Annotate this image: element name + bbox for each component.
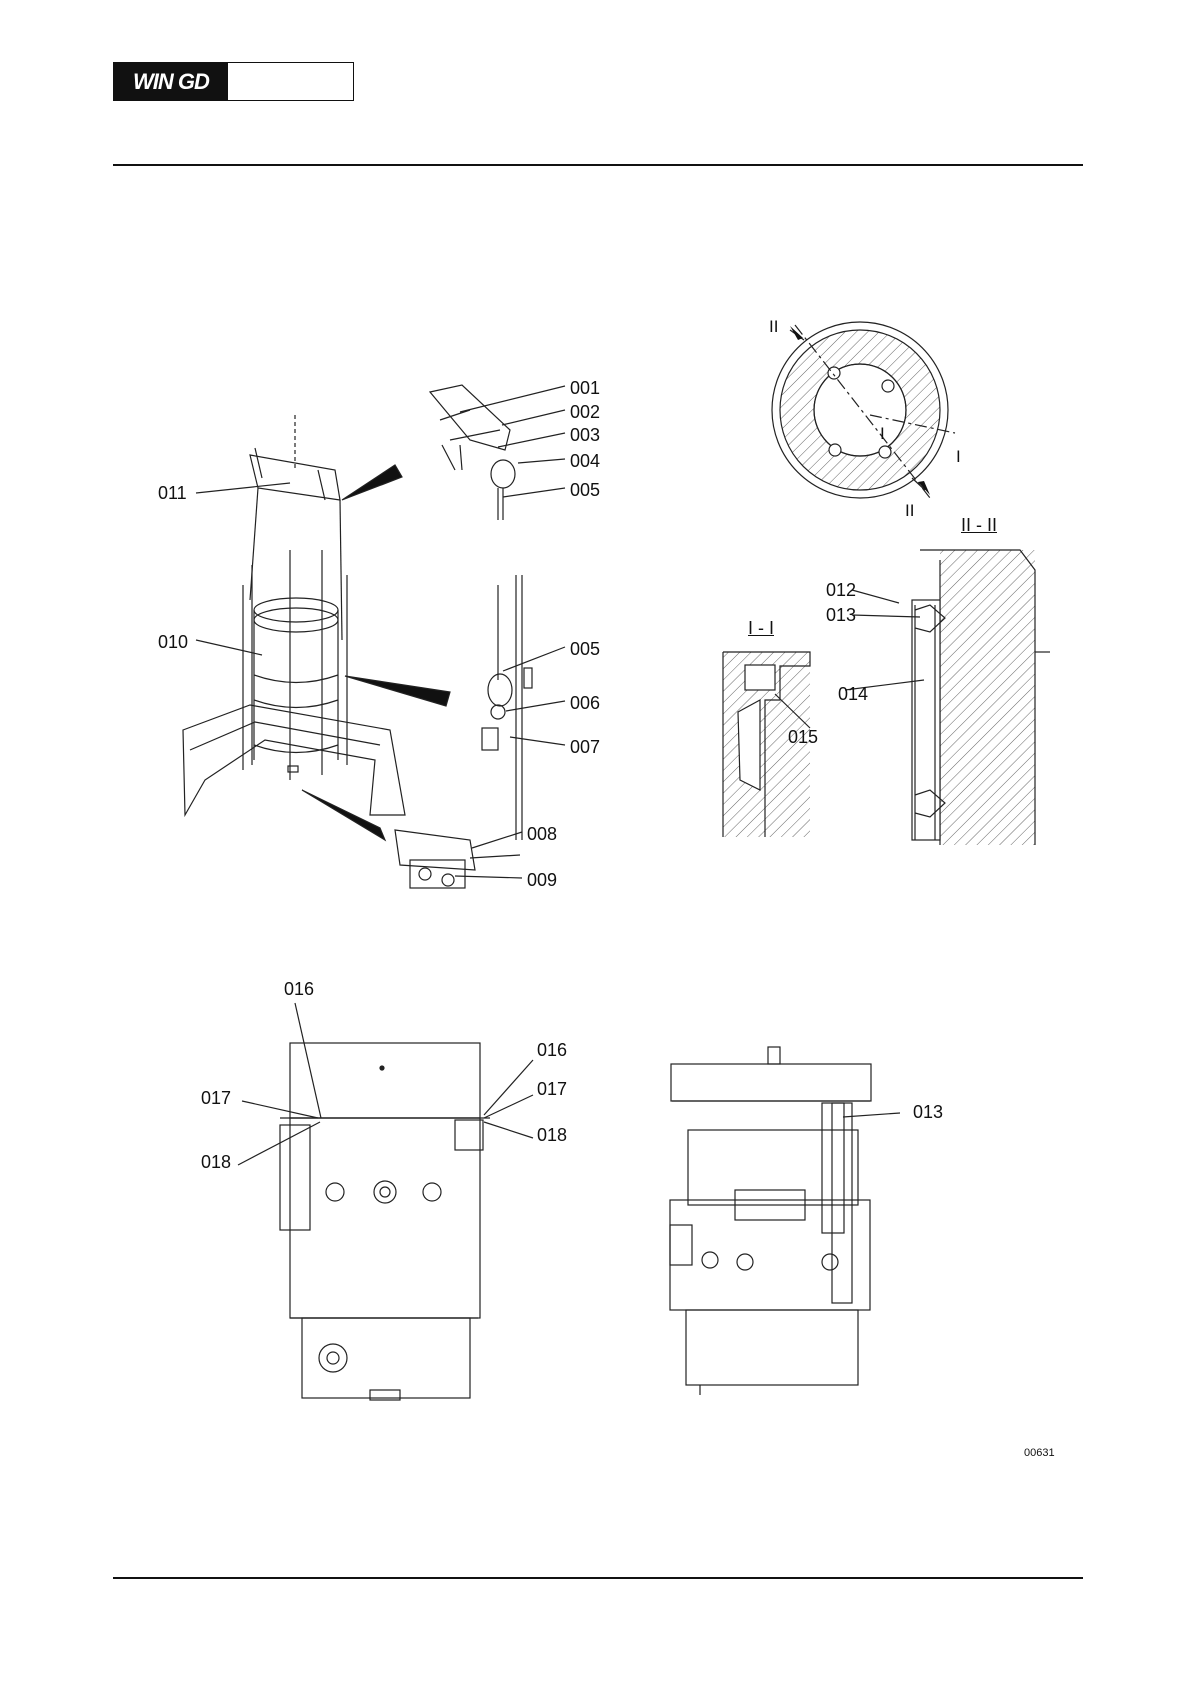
section-label-ii-ii: II - II	[961, 516, 997, 534]
liner-front-view	[280, 1043, 490, 1400]
callout-011: 011	[158, 484, 187, 502]
section-label-i-i: I - I	[748, 619, 774, 637]
callout-013-jacket: 013	[913, 1103, 943, 1121]
cut-mark-ii-bottom: II	[905, 502, 914, 519]
callout-017-left: 017	[201, 1089, 231, 1107]
callout-016-right: 016	[537, 1041, 567, 1059]
callout-012: 012	[826, 581, 856, 599]
callout-001: 001	[570, 379, 600, 397]
callout-005-lower: 005	[570, 640, 600, 658]
callout-014: 014	[838, 685, 868, 703]
callout-005-upper: 005	[570, 481, 600, 499]
shackle-detail-top	[430, 385, 515, 520]
figure-id: 00631	[1024, 1447, 1055, 1459]
callout-009: 009	[527, 871, 557, 889]
cut-mark-i-right: I	[956, 448, 961, 465]
callout-018-right: 018	[537, 1126, 567, 1144]
plan-view	[772, 322, 955, 498]
callout-015: 015	[788, 728, 818, 746]
callout-003: 003	[570, 426, 600, 444]
callout-007: 007	[570, 738, 600, 756]
callout-018-left: 018	[201, 1153, 231, 1171]
liner-jacket-view	[670, 1047, 871, 1395]
callout-008: 008	[527, 825, 557, 843]
callout-002: 002	[570, 403, 600, 421]
callout-017-right: 017	[537, 1080, 567, 1098]
callout-016-left: 016	[284, 980, 314, 998]
callout-004: 004	[570, 452, 600, 470]
callout-013-section: 013	[826, 606, 856, 624]
callout-006: 006	[570, 694, 600, 712]
callout-010: 010	[158, 633, 188, 651]
lifting-assembly-view	[183, 415, 450, 840]
section-ii-ii-drawing	[912, 550, 1050, 845]
cut-mark-i-left: I	[880, 425, 885, 442]
cut-mark-ii-top: II	[769, 318, 778, 335]
